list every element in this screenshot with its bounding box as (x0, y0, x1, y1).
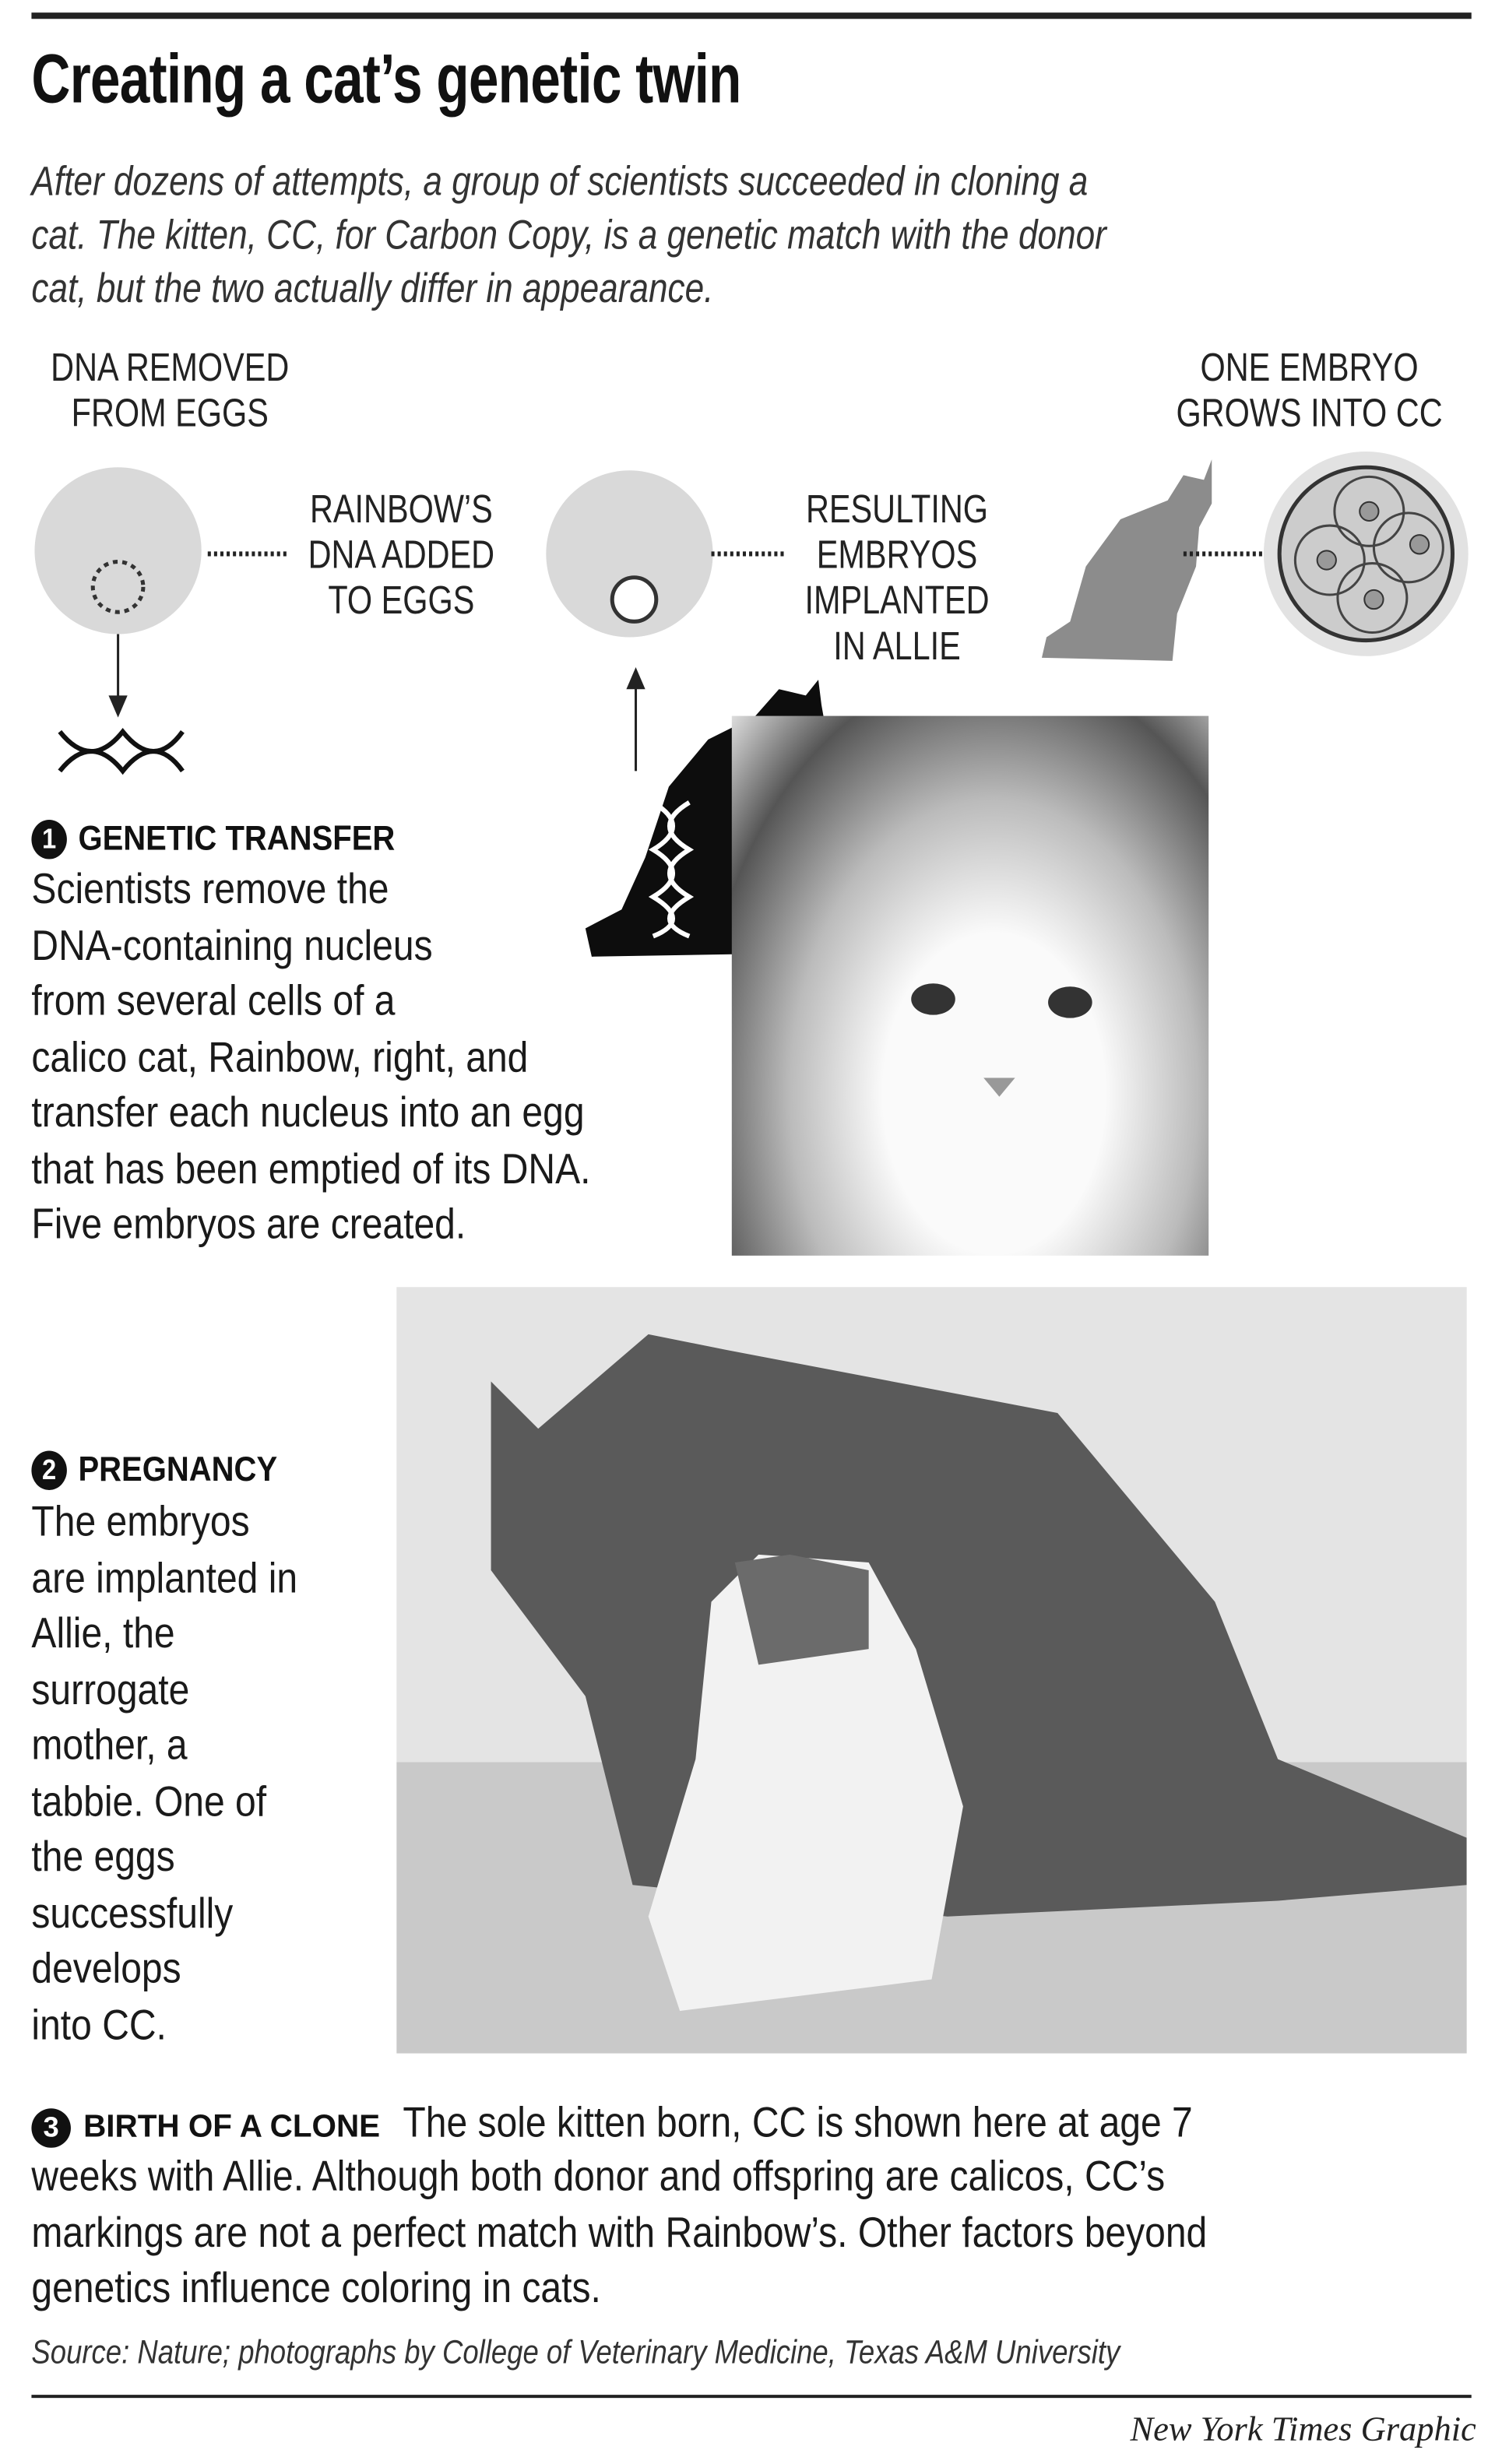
page-title: Creating a cat’s genetic twin (31, 40, 741, 118)
cc-and-allie-photo (396, 1287, 1467, 2054)
section-3-lead: The sole kitten born, CC is shown here a… (402, 2099, 1192, 2146)
step-number-badge: 2 (31, 1450, 67, 1489)
subtitle-line: After dozens of attempts, a group of sci… (31, 157, 1089, 205)
top-rule (31, 12, 1472, 19)
subtitle-line: cat, but the two actually differ in appe… (31, 264, 714, 312)
cat-face (911, 983, 1092, 1097)
subtitle: After dozens of attempts, a group of sci… (31, 154, 1485, 315)
dna-icon (648, 800, 695, 939)
step-number-badge: 3 (31, 2108, 71, 2148)
dna-icon (58, 727, 185, 775)
gray-cat-silhouette-icon (1041, 459, 1212, 661)
embryo-icon (1263, 452, 1469, 656)
egg-icon (546, 470, 713, 638)
graphic-credit: New York Times Graphic (1130, 2409, 1476, 2448)
removed-nucleus-icon (90, 560, 146, 614)
egg-icon (34, 467, 202, 634)
bottom-rule (31, 2395, 1472, 2399)
section-3-body: weeks with Allie. Although both donor an… (31, 2152, 1208, 2311)
step-number-badge: 1 (31, 818, 67, 859)
added-nucleus-icon (610, 575, 659, 624)
source-note: Source: Nature; photographs by College o… (31, 2335, 1120, 2371)
subtitle-line: cat. The kitten, CC, for Carbon Copy, is… (31, 210, 1106, 258)
cats-in-photo (491, 1334, 1467, 2011)
rainbow-photo (731, 715, 1209, 1256)
